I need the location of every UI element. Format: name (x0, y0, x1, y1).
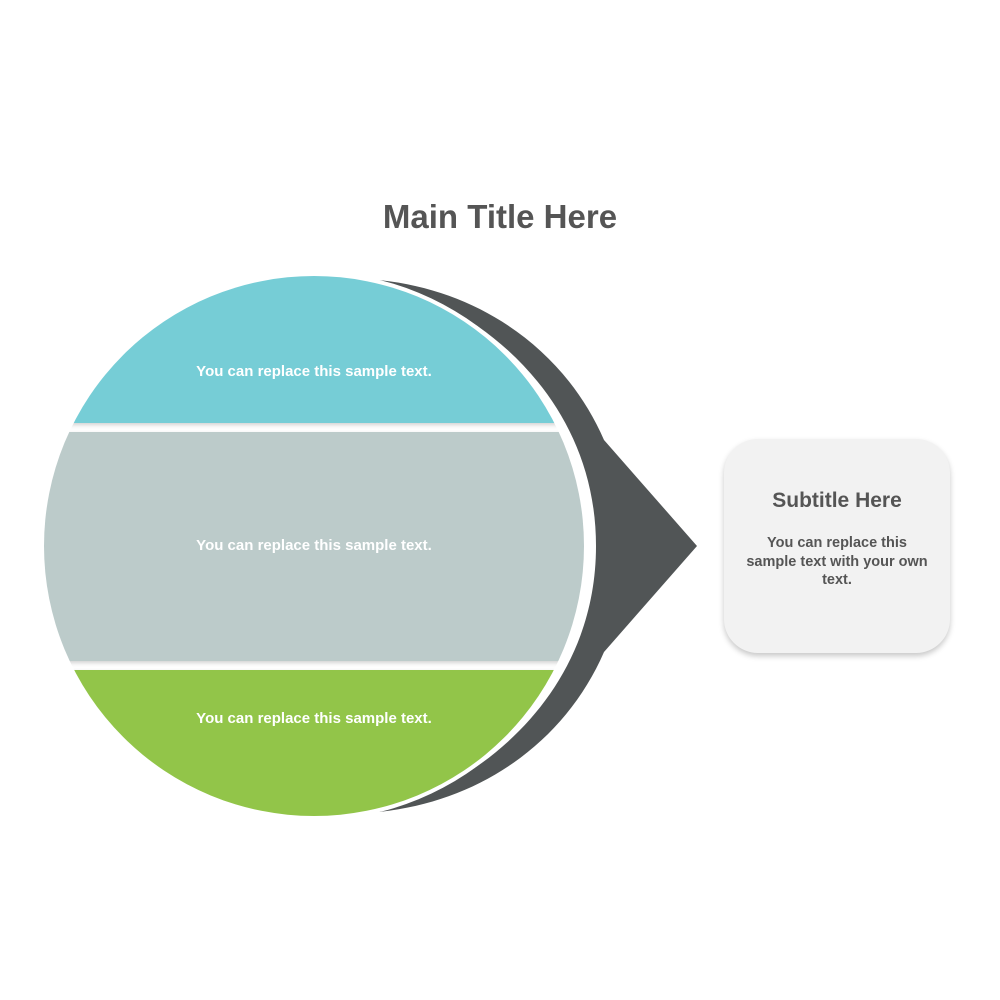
band-top-label: You can replace this sample text. (196, 363, 432, 380)
band-middle[interactable] (40, 432, 600, 661)
card-body: You can replace this sample text with yo… (746, 535, 928, 588)
band-middle-label: You can replace this sample text. (196, 537, 432, 554)
pointer-arrow-shape (378, 280, 697, 812)
main-title: Main Title Here (382, 198, 618, 235)
card-title: Subtitle Here (772, 489, 902, 512)
subtitle-card: Subtitle Here You can replace this sampl… (724, 439, 950, 653)
band-bottom-label: You can replace this sample text. (196, 710, 432, 727)
